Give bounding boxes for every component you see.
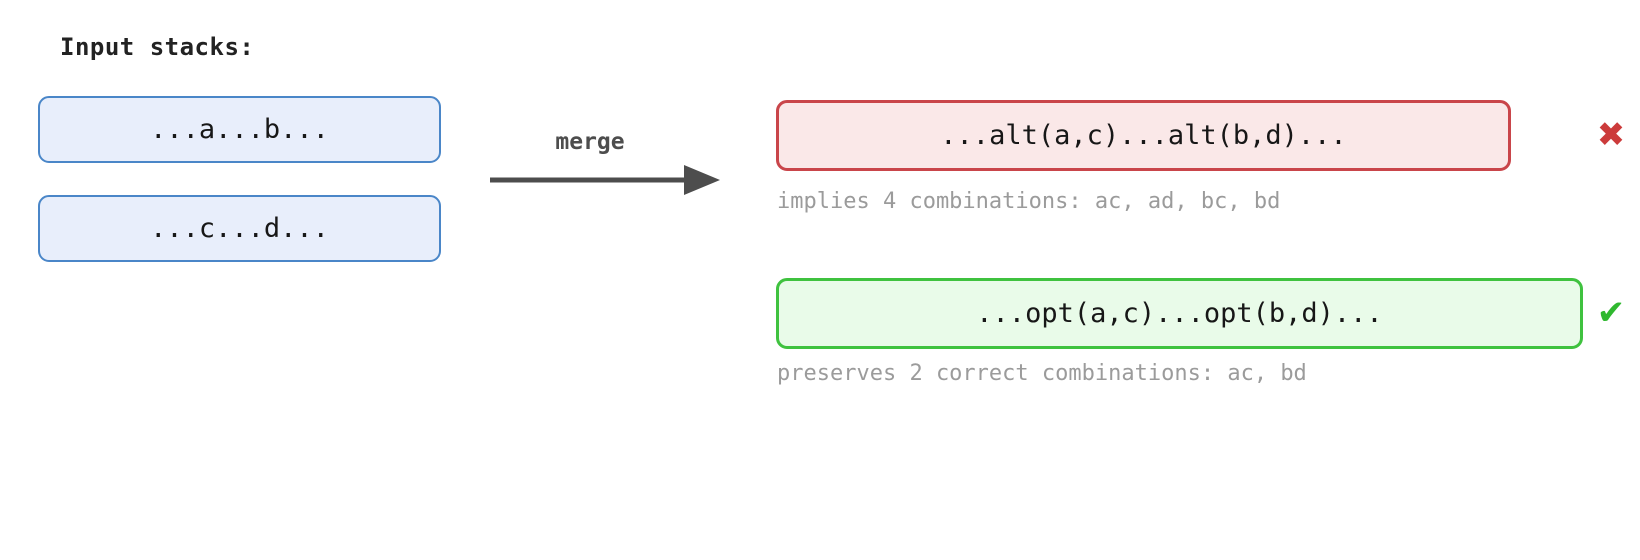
input-stack-text-2: ...c...d... bbox=[150, 213, 329, 244]
result-box-opt: ...opt(a,c)...opt(b,d)... bbox=[776, 278, 1583, 349]
result-text-opt: ...opt(a,c)...opt(b,d)... bbox=[976, 298, 1383, 329]
result-text-alt: ...alt(a,c)...alt(b,d)... bbox=[940, 120, 1347, 151]
cross-icon: ✖ bbox=[1596, 115, 1626, 155]
merge-arrow bbox=[488, 160, 724, 200]
right-arrow-icon bbox=[490, 165, 720, 195]
input-stack-box-2: ...c...d... bbox=[38, 195, 441, 262]
input-stack-box-1: ...a...b... bbox=[38, 96, 441, 163]
check-icon: ✔ bbox=[1596, 293, 1626, 333]
result-caption-opt: preserves 2 correct combinations: ac, bd bbox=[777, 361, 1307, 386]
merge-label: merge bbox=[555, 129, 625, 155]
input-stack-text-1: ...a...b... bbox=[150, 114, 329, 145]
input-stacks-heading: Input stacks: bbox=[60, 33, 255, 61]
result-caption-alt: implies 4 combinations: ac, ad, bc, bd bbox=[777, 189, 1281, 214]
result-box-alt: ...alt(a,c)...alt(b,d)... bbox=[776, 100, 1511, 171]
